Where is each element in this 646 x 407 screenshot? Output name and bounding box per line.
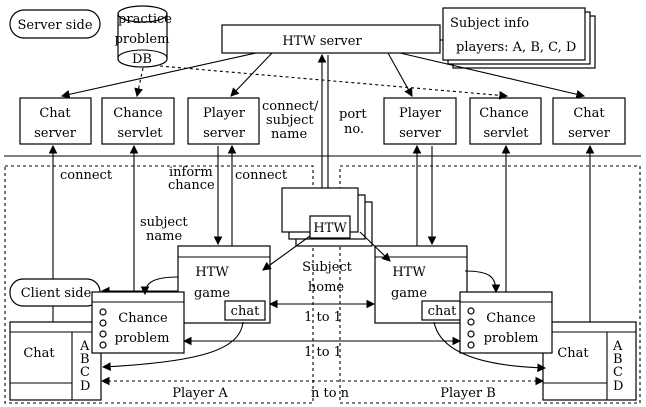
svg-text:DB: DB: [132, 52, 152, 67]
server-side-label: Server side: [9, 9, 101, 39]
svg-text:server: server: [34, 126, 77, 141]
svg-text:Chat: Chat: [557, 346, 589, 361]
player-a-region: [4, 165, 314, 404]
svg-text:HTW: HTW: [313, 221, 347, 236]
svg-text:Chance: Chance: [479, 106, 529, 121]
svg-text:A: A: [612, 339, 623, 354]
player-b-label: Player B: [440, 386, 496, 401]
connect-label-left: connect: [60, 168, 113, 183]
subject-home-windows: HTW: [281, 187, 373, 247]
svg-text:HTW: HTW: [195, 265, 229, 280]
inform-chance-label: inform: [169, 165, 213, 180]
svg-text:problem: problem: [115, 331, 170, 346]
svg-text:players: A, B, C, D: players: A, B, C, D: [456, 40, 576, 55]
svg-text:game: game: [194, 286, 230, 301]
player-a-label: Player A: [172, 386, 228, 401]
chat-button-a[interactable]: [224, 300, 266, 321]
player-server-right: Player server: [383, 97, 457, 145]
chance-servlet-right: Chance servlet: [469, 97, 542, 145]
svg-text:B: B: [613, 352, 623, 367]
svg-text:chat: chat: [231, 304, 260, 319]
svg-text:Chat: Chat: [23, 346, 55, 361]
svg-text:Chance: Chance: [113, 106, 163, 121]
inform-chance-label-2: chance: [168, 178, 215, 193]
svg-text:server: server: [568, 126, 611, 141]
svg-text:Player: Player: [203, 106, 246, 121]
htw-server: HTW server: [221, 24, 441, 54]
svg-text:subject: subject: [266, 113, 314, 128]
svg-text:Client side: Client side: [21, 286, 92, 301]
svg-text:C: C: [613, 365, 623, 380]
svg-text:HTW: HTW: [392, 265, 426, 280]
svg-text:Chance: Chance: [118, 311, 168, 326]
svg-text:chat: chat: [428, 304, 457, 319]
svg-text:connect/: connect/: [262, 99, 319, 114]
subject-info-card: Subject info players: A, B, C, D: [442, 7, 596, 69]
svg-text:Chance: Chance: [486, 311, 536, 326]
svg-text:Server side: Server side: [17, 18, 92, 33]
chat-server-left: Chat server: [19, 97, 92, 145]
svg-text:Chat: Chat: [39, 106, 71, 121]
svg-text:Subject info: Subject info: [450, 16, 529, 31]
svg-text:C: C: [80, 365, 90, 380]
connect-label-right: connect: [235, 168, 288, 183]
svg-text:servlet: servlet: [484, 126, 530, 141]
svg-text:port: port: [339, 107, 367, 122]
htw-game-a: HTW game chat: [177, 245, 271, 324]
svg-text:problem: problem: [115, 32, 170, 47]
svg-text:Chat: Chat: [573, 106, 605, 121]
svg-text:A: A: [79, 339, 90, 354]
chance-problem-b: Chance problem: [459, 291, 553, 354]
chance-problem-a: Chance problem: [91, 291, 185, 354]
svg-text:server: server: [203, 126, 246, 141]
svg-text:Player: Player: [399, 106, 442, 121]
svg-text:HTW server: HTW server: [282, 34, 362, 49]
player-b-region: [339, 165, 641, 404]
svg-text:server: server: [399, 126, 442, 141]
player-server-left: Player server: [187, 97, 260, 145]
port-no-label: port no.: [339, 107, 367, 137]
one-to-one-label-game: 1 to 1: [304, 310, 342, 325]
svg-text:D: D: [613, 379, 623, 394]
n-to-n-label: n to n: [311, 386, 350, 401]
svg-text:game: game: [391, 286, 427, 301]
svg-text:no.: no.: [344, 122, 364, 137]
subject-home-label-2: home: [308, 280, 345, 295]
chance-servlet-left: Chance servlet: [101, 97, 175, 145]
subject-name-label: subject: [140, 215, 188, 230]
svg-text:problem: problem: [484, 331, 539, 346]
connect-subject-name-label: connect/ subject name: [262, 99, 319, 142]
svg-text:D: D: [80, 379, 90, 394]
svg-text:practice: practice: [118, 12, 172, 27]
chat-server-right: Chat server: [552, 97, 626, 145]
practice-problem-db: practice problem DB: [115, 5, 172, 68]
client-side-label: Client side: [9, 278, 101, 307]
svg-text:name: name: [271, 127, 307, 142]
subject-home-label: Subject: [302, 260, 353, 275]
svg-text:servlet: servlet: [118, 126, 164, 141]
subject-name-label-2: name: [146, 229, 182, 244]
one-to-one-label-chance: 1 to 1: [304, 345, 342, 360]
htw-game-b: HTW game chat: [374, 245, 468, 324]
svg-text:B: B: [80, 352, 90, 367]
